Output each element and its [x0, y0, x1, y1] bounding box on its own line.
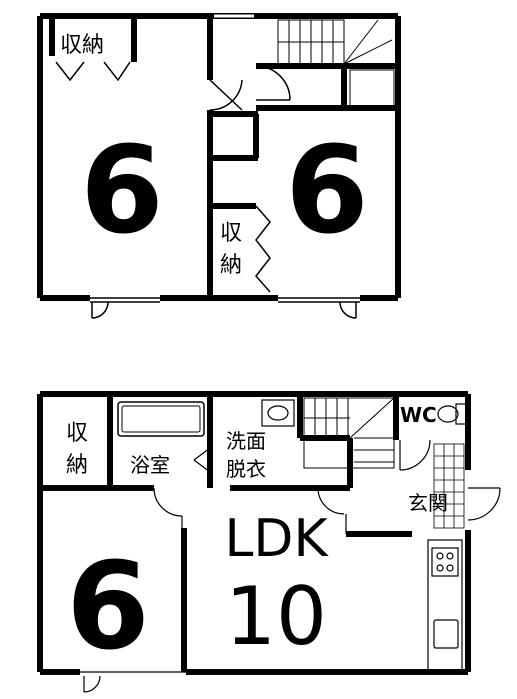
lower-interior-walls	[40, 394, 412, 672]
washroom-label-2: 脱衣	[226, 457, 266, 481]
wc-door	[399, 439, 431, 471]
upper-mid-storage-label-2: 納	[220, 253, 242, 278]
upper-closet-doors	[55, 61, 131, 82]
upper-cupboard	[349, 69, 395, 107]
upper-right-room-size: 6	[285, 122, 369, 261]
upper-left-room-size: 6	[80, 122, 164, 261]
upper-interior-walls	[49, 16, 398, 298]
upper-mid-storage-label-1: 収	[220, 221, 242, 246]
washroom-label-1: 洗面	[226, 429, 266, 453]
entrance-door	[467, 487, 501, 521]
upper-balcony-doors	[90, 297, 360, 319]
kitchen-counter	[427, 539, 463, 671]
lower-room-size: 6	[66, 538, 150, 677]
toilet	[437, 403, 467, 425]
washbasin	[261, 399, 295, 427]
ldk-label: LDK	[224, 509, 329, 569]
upper-storage-folding-door	[255, 205, 271, 293]
ldk-doors	[153, 487, 347, 534]
lower-storage-label-1: 収	[66, 421, 88, 446]
upper-floor	[37, 13, 401, 319]
upper-storage-label: 収納	[60, 33, 104, 58]
lower-storage-label-2: 納	[66, 453, 88, 478]
wc-label: WC	[400, 403, 437, 427]
lower-room-door	[80, 671, 186, 693]
bath-label: 浴室	[130, 453, 170, 477]
upper-hall-doors	[209, 65, 291, 111]
entrance-label: 玄関	[408, 491, 448, 515]
lower-floor	[37, 391, 501, 693]
bathtub	[117, 401, 205, 437]
lower-staircase	[303, 397, 395, 469]
upper-staircase	[277, 19, 393, 65]
bath-door	[193, 447, 211, 473]
ldk-size: 10	[225, 570, 327, 663]
entrance-tiles	[433, 443, 465, 529]
